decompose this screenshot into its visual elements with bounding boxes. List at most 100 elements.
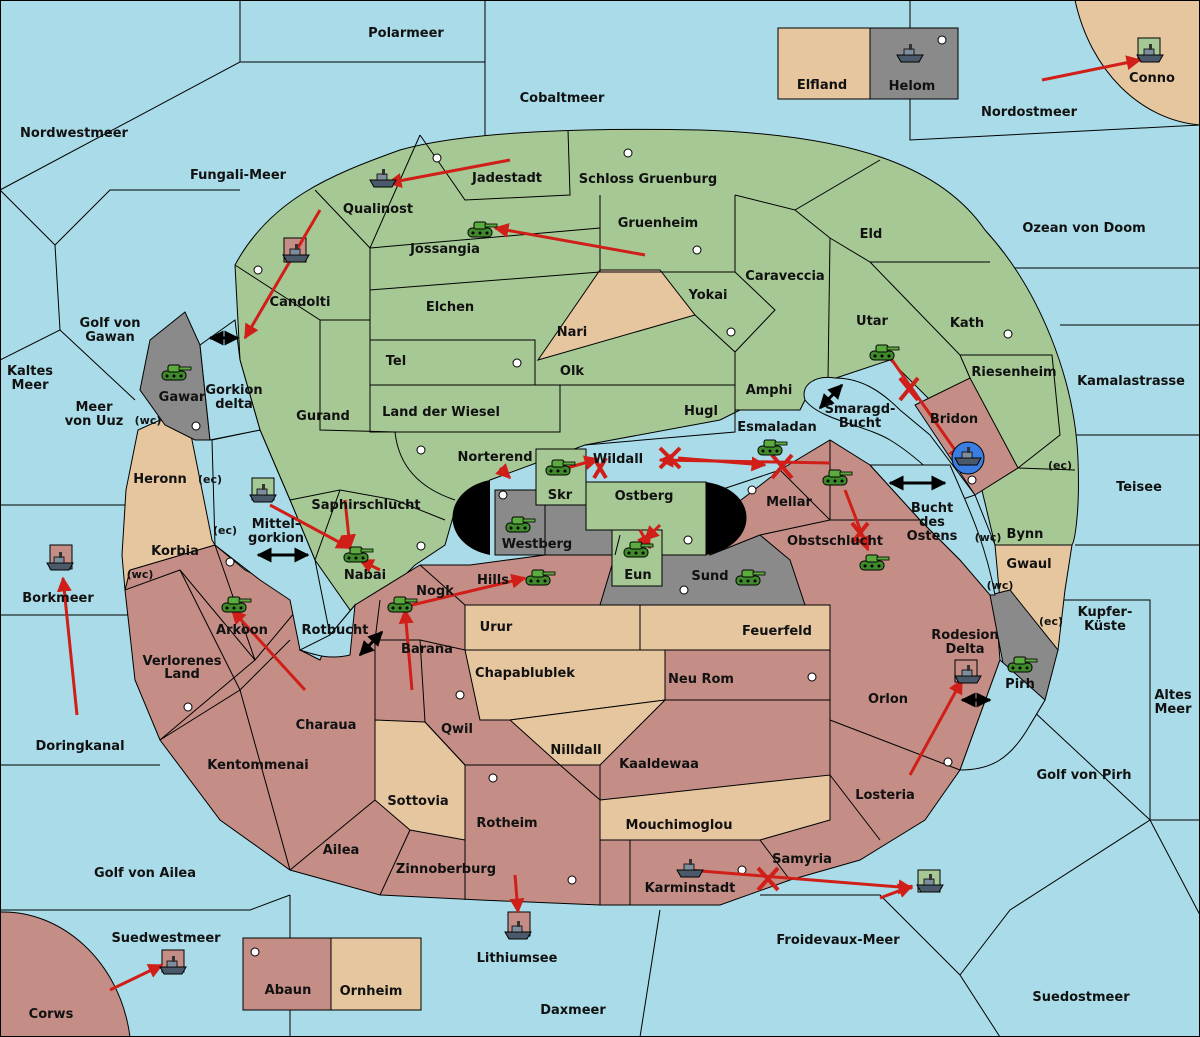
supply-center-icon — [250, 947, 260, 957]
province-conno[interactable] — [1074, 0, 1200, 126]
province-label: Eun — [624, 568, 651, 583]
province-labels: Elfland Helom Conno Qualinost Jadestadt … — [29, 71, 1175, 1022]
sea-label: Doringkanal — [35, 739, 124, 754]
sea-rotbucht[interactable] — [298, 603, 356, 658]
supply-center-icon — [623, 148, 633, 158]
province-label: Barana — [401, 642, 453, 657]
province-label: Mellar — [766, 495, 812, 510]
supply-center-icon — [726, 327, 736, 337]
supply-center-icon — [416, 541, 426, 551]
province-corws[interactable] — [0, 911, 131, 1037]
province-label: Mouchimoglou — [626, 818, 733, 833]
sea-label: Rotbucht — [302, 623, 369, 638]
tunnel-west-end — [452, 480, 490, 555]
sea-label: Meer — [12, 378, 50, 393]
province-label: Gurand — [296, 409, 350, 424]
sea-mittelgorkion[interactable] — [211, 429, 331, 661]
province-label: Neu Rom — [668, 672, 734, 687]
province-label: Qualinost — [343, 202, 413, 217]
supply-center-icon — [416, 445, 426, 455]
province-label: Kentommenai — [207, 758, 308, 773]
province-label: Corws — [29, 1007, 74, 1022]
province-label: Obstschlucht — [787, 534, 883, 549]
sea-label: Golf von Ailea — [94, 866, 196, 881]
x-mark-icons — [592, 376, 980, 892]
sea-label: Kaltes — [7, 364, 53, 379]
sea-bucht-des-ostens[interactable] — [868, 464, 996, 596]
province-label: Nabai — [344, 568, 386, 583]
supply-center-icon — [967, 475, 977, 485]
province-label: Hills — [477, 573, 509, 588]
province-label: Nilldall — [550, 743, 601, 758]
province-ornheim[interactable] — [330, 937, 422, 1011]
province-label: Abaun — [265, 983, 312, 998]
province-label: Verlorenes — [142, 654, 221, 669]
province-label: Samyria — [772, 852, 832, 867]
sea-label: Küste — [1084, 619, 1126, 634]
sea-label: Kamalastrasse — [1077, 374, 1185, 389]
coast-tags: (wc) (ec) (ec) (wc) (ec) (wc) (wc) (ec) — [127, 414, 1072, 628]
province-label: Pirh — [1005, 677, 1035, 692]
province-label: Skr — [548, 488, 573, 503]
supply-center-icon — [807, 672, 817, 682]
province-label: Hugl — [684, 404, 718, 419]
coast-tag: (wc) — [135, 414, 162, 427]
supply-center-icon — [943, 757, 953, 767]
province-label: Candolti — [270, 295, 331, 310]
sea-label: Mittel- — [252, 517, 301, 532]
sea-label: Daxmeer — [540, 1003, 606, 1018]
province-label: Utar — [856, 314, 889, 329]
province-label: Kaaldewaa — [619, 757, 699, 772]
province-label: Ostberg — [615, 489, 674, 504]
province-label: Urur — [480, 620, 513, 635]
province-label: Eld — [860, 227, 883, 242]
province-label: Elfland — [797, 78, 847, 93]
sea-gorkion-delta[interactable] — [199, 319, 261, 441]
province-elfland[interactable] — [777, 27, 871, 100]
coast-tag: (wc) — [975, 531, 1002, 544]
supply-center-icon — [567, 875, 577, 885]
tunnel-east-end — [706, 482, 747, 555]
sea-label: Kupfer- — [1078, 605, 1133, 620]
sea-label: delta — [215, 397, 253, 412]
sea-label: Gawan — [85, 330, 134, 345]
sea-label: Froidevaux-Meer — [776, 933, 900, 948]
sea-label: Suedwestmeer — [111, 931, 221, 946]
province-label: Karminstadt — [645, 881, 736, 896]
province-label: Elchen — [426, 300, 474, 315]
province-label: Yokai — [687, 288, 727, 303]
sea-label: Altes — [1154, 688, 1192, 703]
province-nari[interactable] — [536, 269, 696, 361]
province-label: Jossangia — [409, 242, 480, 257]
province-label: Orlon — [868, 692, 908, 707]
province-label: Land der Wiesel — [382, 405, 500, 420]
province-label: Feuerfeld — [742, 624, 812, 639]
province-label: Nogk — [416, 584, 454, 599]
sea-label: von Uuz — [65, 414, 124, 429]
sea-label: gorkion — [248, 531, 304, 546]
supply-center-icon — [747, 485, 757, 495]
sea-label: Lithiumsee — [477, 951, 558, 966]
canal-arrows — [208, 330, 992, 708]
supply-center-icon — [692, 245, 702, 255]
sea-label: Meer — [1155, 702, 1193, 717]
province-label: Gruenheim — [618, 216, 698, 231]
province-label: Amphi — [746, 383, 793, 398]
province-label: Gawar — [159, 390, 206, 405]
sea-label: Nordwestmeer — [20, 126, 128, 141]
sea-label: Golf von — [80, 316, 141, 331]
sea-label: Bucht — [839, 416, 881, 431]
sea-label: Borkmeer — [22, 591, 94, 606]
province-label: Bynn — [1007, 527, 1044, 542]
province-label: Riesenheim — [971, 365, 1056, 380]
supply-center-icon — [253, 265, 263, 275]
sea-label: des — [919, 515, 945, 530]
province-skr[interactable] — [535, 448, 587, 506]
province-label: Helom — [889, 79, 936, 94]
province-label: Charaua — [296, 718, 357, 733]
province-label: Sund — [691, 569, 728, 584]
coast-tag: (ec) — [198, 473, 222, 486]
sea-label: Teisee — [1116, 480, 1162, 495]
sea-rodesion-delta[interactable] — [959, 659, 1046, 771]
province-gwaul[interactable] — [994, 544, 1073, 651]
